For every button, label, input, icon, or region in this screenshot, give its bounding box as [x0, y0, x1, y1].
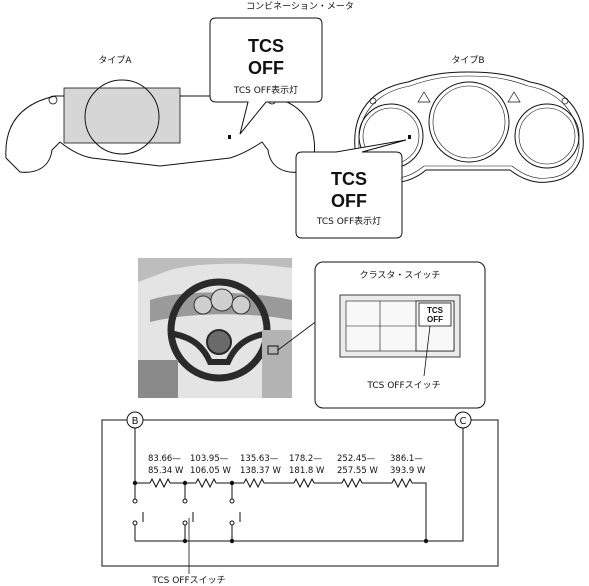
resistor-4	[293, 477, 315, 489]
type-a-center-gauge	[84, 79, 160, 155]
circuit-frame	[101, 419, 499, 567]
terminal-c-label: C	[460, 416, 467, 427]
type-a-label: タイプA	[98, 55, 132, 66]
resistor-6-label-top: 386.1—	[390, 454, 423, 464]
interior-illustration	[138, 258, 319, 398]
resistor-4-label-top: 178.2—	[289, 454, 322, 464]
type-a-outline	[5, 95, 316, 173]
type-b-callout-caption: TCS OFF表示灯	[316, 215, 381, 227]
resistor-3-label-bottom: 138.37 W	[240, 466, 281, 476]
tcs-off-button	[418, 302, 452, 327]
resistor-6	[391, 477, 413, 489]
terminal-b-label: B	[132, 416, 139, 427]
resistor-3	[243, 477, 265, 489]
resistor-1-label-bottom: 85.34 W	[148, 466, 184, 476]
type-a-display	[63, 87, 181, 144]
resistor-5-label-bottom: 257.55 W	[337, 466, 378, 476]
type-b-indicator-dot	[408, 135, 411, 139]
tcs-off-button-line1: TCS	[427, 306, 444, 315]
diagram-title: コンビネーション・メータ	[246, 1, 354, 12]
type-b-callout: TCS OFF TCS OFF表示灯	[295, 139, 407, 239]
resistor-5-label-top: 252.45—	[337, 454, 376, 464]
type-b-outline	[354, 71, 584, 183]
type-b-center-gauge-inner	[432, 85, 506, 159]
type-b-right-gauge-outer	[514, 103, 580, 169]
resistor-6-label-bottom: 393.9 W	[390, 466, 426, 476]
type-a-callout-off: OFF	[248, 58, 284, 78]
resistor-5	[341, 477, 363, 489]
cluster-switch-caption: TCS OFFスイッチ	[366, 380, 440, 391]
resistor-2-label-top: 103.95—	[190, 454, 229, 464]
circuit-switch-caption: TCS OFFスイッチ	[151, 575, 225, 586]
resistor-2-label-bottom: 106.05 W	[190, 466, 231, 476]
resistor-3-label-top: 135.63—	[240, 454, 279, 464]
type-b-right-gauge-inner	[518, 107, 576, 165]
type-b-callout-off: OFF	[331, 191, 367, 211]
type-a-callout: TCS OFF TCS OFF表示灯	[209, 17, 323, 135]
tcs-off-button-line2: OFF	[427, 315, 443, 324]
resistor-1-label-top: 83.66—	[148, 454, 181, 464]
type-a-callout-bubble	[209, 17, 323, 135]
cluster-switch-callout: クラスタ・スイッチ TCS OFF TCS OFFスイッチ	[314, 261, 486, 409]
resistor-1	[149, 477, 171, 489]
type-a-callout-caption: TCS OFF表示灯	[233, 84, 298, 96]
cluster-switch-title: クラスタ・スイッチ	[360, 270, 441, 281]
type-a-callout-tcs: TCS	[248, 36, 284, 56]
circuit-diagram: B C 83.66— 85.34 W 103.95— 106.05 W 135.…	[101, 411, 499, 586]
type-a-left-lamp	[48, 95, 58, 105]
type-a-cluster: タイプA	[5, 55, 316, 173]
resistor-4-label-bottom: 181.8 W	[289, 466, 325, 476]
type-b-label: タイプB	[451, 55, 484, 66]
type-b-center-gauge-outer	[428, 81, 510, 163]
type-a-indicator-dot	[228, 135, 231, 139]
type-b-callout-tcs: TCS	[331, 169, 367, 189]
resistor-2	[195, 477, 217, 489]
type-b-callout-bubble	[295, 139, 407, 239]
